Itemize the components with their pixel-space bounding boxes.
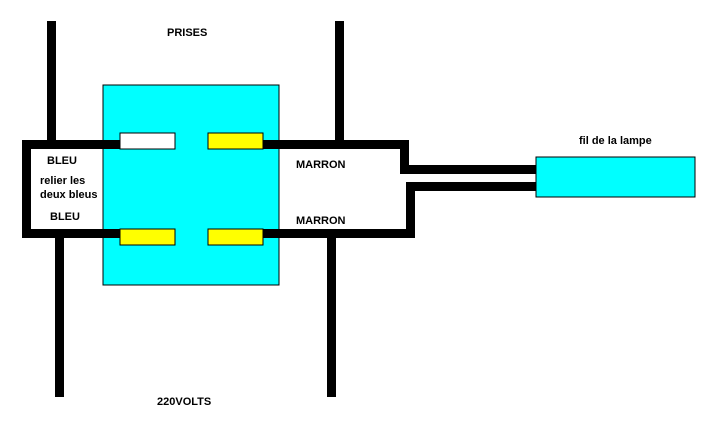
wire-220v-right <box>327 236 336 397</box>
wire-marron-bottom <box>262 229 415 238</box>
socket-block <box>102 84 280 286</box>
label-marron-top: MARRON <box>296 159 346 171</box>
label-marron-bottom: MARRON <box>296 215 346 227</box>
wire-bleu-bottom <box>22 229 121 238</box>
wire-prise-left <box>47 21 56 142</box>
label-relier-line2: deux bleus <box>40 189 97 201</box>
wire-220v-left <box>55 236 64 397</box>
label-bleu-top: BLEU <box>47 155 77 167</box>
wire-prise-right <box>335 21 344 142</box>
terminal-marron-top <box>207 132 264 150</box>
label-prises: PRISES <box>167 27 207 39</box>
terminal-bleu-top <box>119 132 176 150</box>
wire-lamp-lower <box>406 182 537 191</box>
label-fil-lampe: fil de la lampe <box>579 135 652 147</box>
wire-lamp-upper <box>400 165 537 174</box>
wire-bleu-top <box>22 140 121 149</box>
lamp-cord <box>535 156 696 198</box>
terminal-bleu-bottom <box>119 228 176 246</box>
wire-bleu-link <box>22 140 31 238</box>
label-bleu-bottom: BLEU <box>50 211 80 223</box>
label-220volts: 220VOLTS <box>157 396 211 408</box>
terminal-marron-bottom <box>207 228 264 246</box>
wire-marron-bottom-rise <box>406 182 415 238</box>
label-relier-line1: relier les <box>40 175 85 187</box>
wire-marron-top <box>262 140 409 149</box>
wire-marron-top-drop <box>400 140 409 174</box>
